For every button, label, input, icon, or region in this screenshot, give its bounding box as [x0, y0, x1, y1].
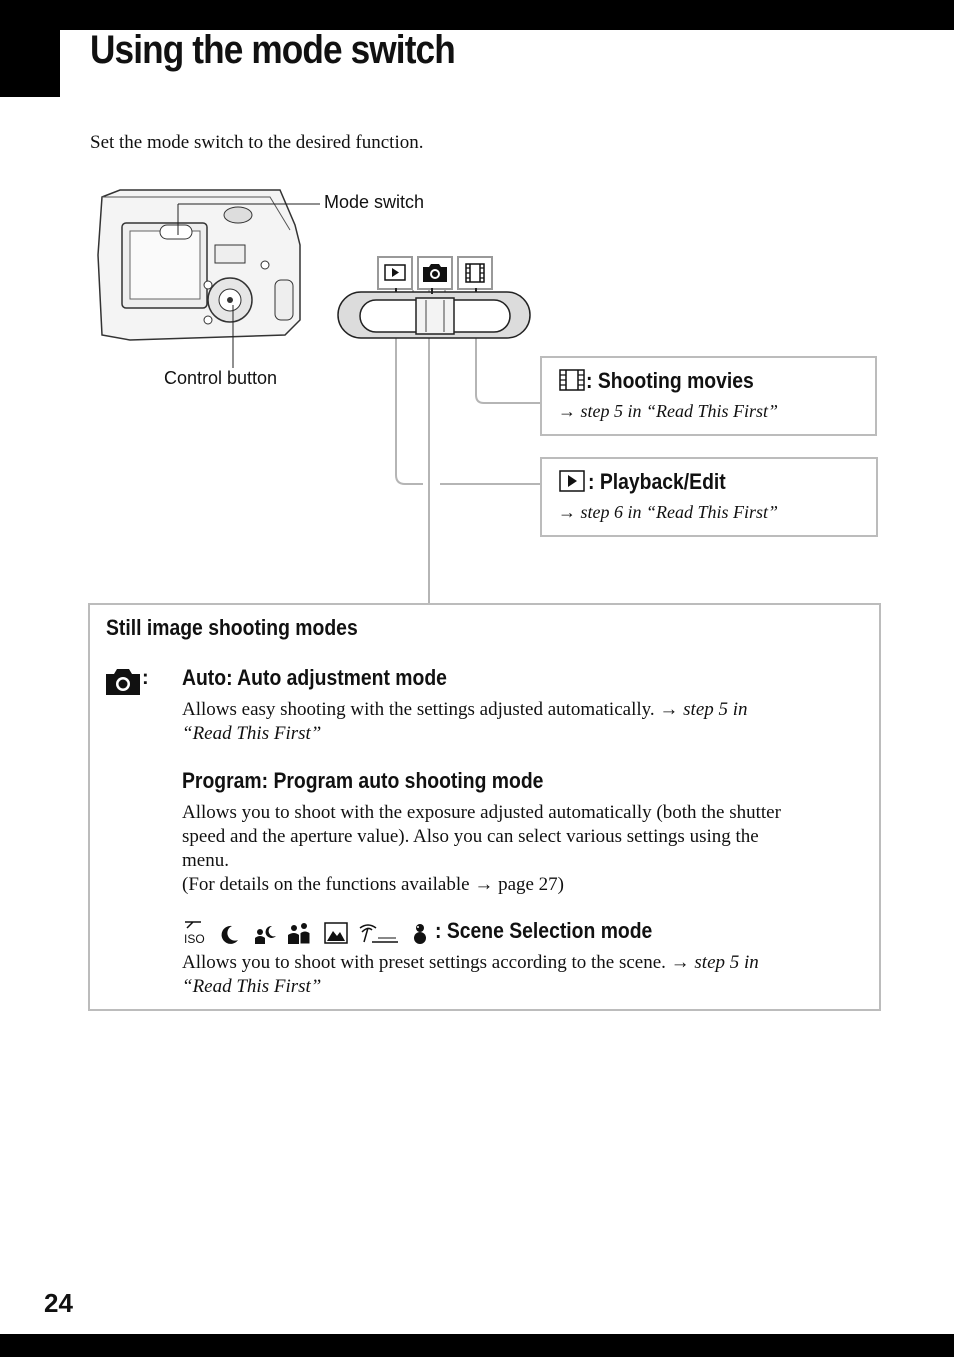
shooting-movies-title: : Shooting movies	[586, 368, 754, 393]
arrow-icon: →	[474, 874, 494, 895]
auto-mode-description: Allows easy shooting with the settings a…	[182, 699, 748, 744]
top-bar	[0, 0, 954, 30]
reference-text: step 5 in “Read This First”	[580, 401, 779, 421]
auto-mode-heading: Auto: Auto adjustment mode	[182, 665, 447, 690]
playback-icon	[377, 256, 413, 290]
mode-switch-slider[interactable]	[336, 286, 534, 342]
camera-icon	[417, 256, 453, 290]
beach-icon	[359, 924, 398, 943]
snow-icon	[414, 924, 426, 944]
camera-colon: :	[142, 667, 149, 689]
bottom-bar	[0, 1334, 954, 1357]
mode-switch-icons	[377, 256, 493, 290]
still-image-modes-box: Still image shooting modes : Auto: Auto …	[88, 603, 881, 1011]
landscape-icon	[324, 922, 348, 944]
shooting-movies-reference: → step 5 in “Read This First”	[558, 401, 778, 422]
still-image-title: Still image shooting modes	[106, 615, 358, 640]
side-tab	[0, 0, 60, 97]
movie-icon	[457, 256, 493, 290]
camera-illustration	[97, 189, 301, 341]
high-sensitivity-iso-icon: ISO	[184, 921, 205, 946]
twilight-icon	[221, 925, 238, 944]
playback-icon	[559, 470, 585, 492]
twilight-portrait-icon	[255, 925, 276, 944]
reference-text: step 6 in “Read This First”	[580, 502, 779, 522]
control-button-label: Control button	[164, 368, 278, 388]
movie-icon	[559, 369, 585, 391]
camera-icon	[106, 669, 140, 695]
program-mode-description: Allows you to shoot with the exposure ad…	[182, 802, 781, 895]
page-title: Using the mode switch	[90, 28, 456, 72]
arrow-icon: →	[558, 502, 576, 522]
program-mode-heading: Program: Program auto shooting mode	[182, 768, 544, 793]
playback-edit-reference: → step 6 in “Read This First”	[558, 502, 778, 523]
arrow-icon: →	[659, 699, 679, 720]
soft-snap-icon	[288, 923, 311, 945]
mode-switch-label: Mode switch	[324, 192, 425, 212]
intro-text: Set the mode switch to the desired funct…	[90, 132, 424, 153]
scene-mode-heading: : Scene Selection mode	[435, 918, 653, 943]
playback-edit-box: : Playback/Edit → step 6 in “Read This F…	[540, 457, 878, 537]
playback-edit-title: : Playback/Edit	[588, 469, 726, 494]
scene-mode-description: Allows you to shoot with preset settings…	[182, 952, 759, 997]
scene-icons: ISO	[184, 921, 426, 946]
svg-text:ISO: ISO	[184, 932, 205, 946]
arrow-icon: →	[670, 952, 690, 973]
shooting-movies-box: : Shooting movies → step 5 in “Read This…	[540, 356, 877, 436]
page-number: 24	[44, 1288, 73, 1318]
arrow-icon: →	[558, 401, 576, 421]
